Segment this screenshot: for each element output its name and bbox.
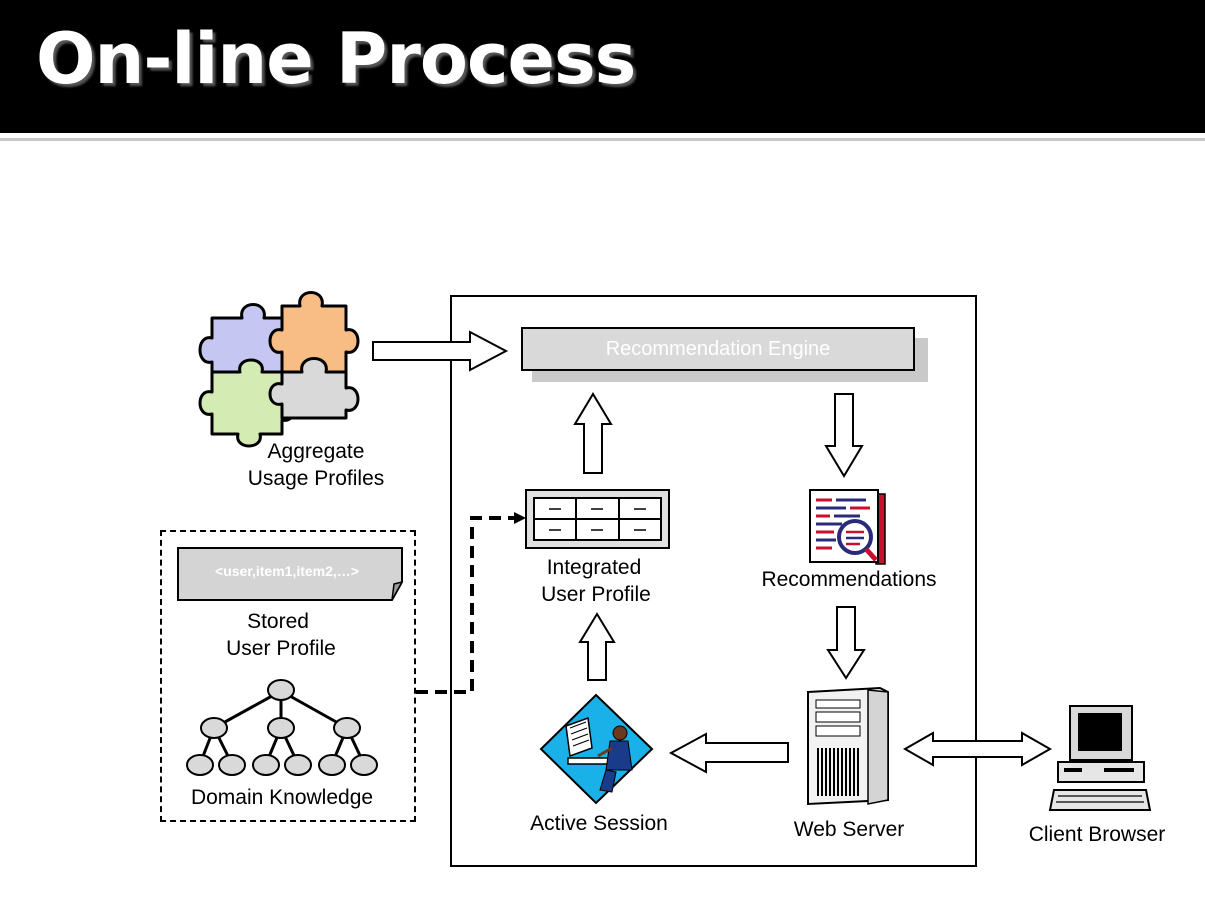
stored-profile-tag-text: <user,item1,item2,…> [215,563,359,579]
web-server-icon [807,686,889,806]
dashed-connector [416,512,526,694]
arrow-engine-to-recommendations [824,393,864,478]
recommendation-engine-box: Recommendation Engine [521,327,915,371]
aggregate-label-line2: Usage Profiles [247,467,385,490]
arrow-integrated-to-engine [573,392,613,474]
report-icon [809,489,886,565]
table-icon [525,489,670,549]
client-computer-icon [1048,705,1152,811]
stored-profile-tag [177,547,404,601]
online-system-box [450,295,977,867]
arrow-webserver-to-session [668,732,789,774]
integrated-label-line2: User Profile [541,583,651,606]
arrow-aggregate-to-engine [372,330,509,372]
stored-label-line1: Stored [247,610,309,633]
active-session-icon [539,693,654,805]
domain-knowledge-label: Domain Knowledge [190,786,374,809]
aggregate-label-line1: Aggregate [267,440,365,463]
puzzle-icon [198,291,360,448]
recommendations-label: Recommendations [761,568,937,591]
offline-knowledge-box [160,530,416,822]
arrow-session-to-integrated [578,612,616,681]
title-divider [0,138,1205,141]
arrow-recommendations-to-webserver [826,606,866,680]
title-bar [0,0,1205,133]
integrated-label-line1: Integrated [546,556,642,579]
arrow-webserver-client [902,731,1053,767]
stored-label-line2: User Profile [226,637,336,660]
web-server-label: Web Server [793,818,905,841]
client-browser-label: Client Browser [1028,823,1166,846]
recommendation-engine-label: Recommendation Engine [605,337,831,360]
domain-tree-icon [186,679,378,776]
active-session-label: Active Session [530,812,668,835]
slide-title: On-line Process [36,18,636,100]
